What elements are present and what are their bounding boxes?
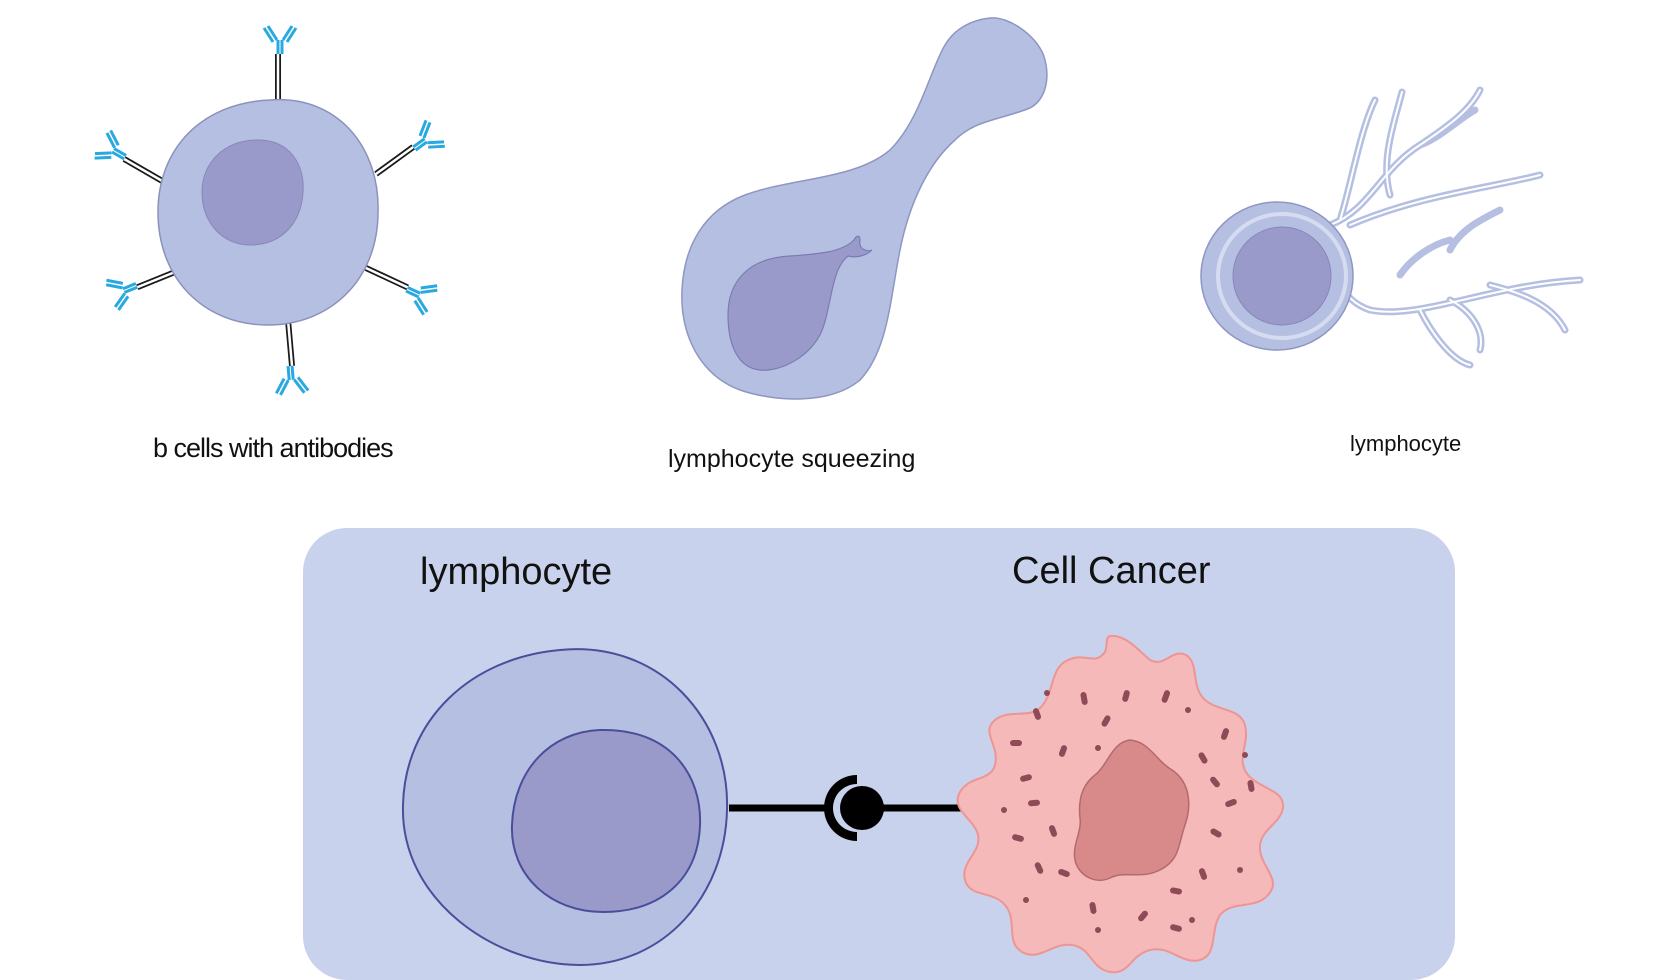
squeezing-cell-nucleus bbox=[727, 235, 873, 371]
b-cell-label: b cells with antibodies bbox=[153, 433, 393, 463]
cancer-cell-granules bbox=[1001, 690, 1255, 933]
panel-cancer-title: Cell Cancer bbox=[1012, 550, 1211, 592]
antibody-icon bbox=[264, 26, 296, 100]
panel-lymphocyte bbox=[401, 648, 729, 967]
receptor-cup-icon bbox=[824, 775, 857, 841]
lymphocyte-squeezing bbox=[681, 17, 1048, 400]
panel-cancer-cell bbox=[956, 634, 1285, 974]
dendritic-label: lymphocyte bbox=[1350, 431, 1461, 456]
squeezing-label: lymphocyte squeezing bbox=[668, 445, 915, 473]
antibody-icon bbox=[270, 319, 308, 396]
ligand-ball-icon bbox=[840, 786, 884, 830]
antibody-icon bbox=[368, 119, 447, 188]
b-cell-nucleus bbox=[201, 139, 304, 246]
cancer-cell-nucleus bbox=[1073, 739, 1190, 881]
antibody-icon bbox=[358, 255, 439, 315]
dendritic-cell-nucleus bbox=[1232, 226, 1332, 326]
dendritic-lymphocyte bbox=[1200, 86, 1584, 369]
b-cell-with-antibodies bbox=[93, 26, 447, 395]
receptor-connector bbox=[729, 775, 982, 841]
panel-lymphocyte-nucleus bbox=[510, 728, 702, 914]
interaction-panel: lymphocyte Cell Cancer bbox=[303, 528, 1455, 980]
panel-lymphocyte-title: lymphocyte bbox=[420, 551, 612, 593]
